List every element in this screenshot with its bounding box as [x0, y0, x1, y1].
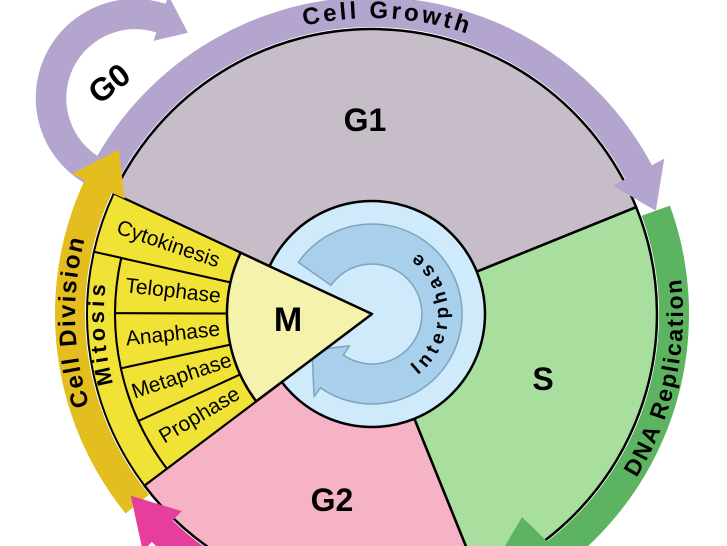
- m-label: M: [274, 301, 302, 339]
- interphase-cycle-arrow: [297, 223, 463, 405]
- cell-growth-arrow-arc: [87, 0, 665, 211]
- g0-label: G0: [81, 56, 137, 111]
- g1-label: G1: [344, 102, 387, 138]
- dna-replication-arrow-arc: [540, 205, 689, 546]
- magenta-arc-arrow: [130, 495, 204, 546]
- s-label: S: [532, 361, 553, 397]
- g2-label: G2: [311, 482, 354, 518]
- mitosis-band: [86, 250, 168, 487]
- cell-division-arrow-arc: [54, 149, 149, 514]
- g0-loop-arrow: [35, 0, 188, 190]
- dna-replication-arrowhead-tip: [505, 517, 552, 546]
- g1-sector: [112, 27, 638, 316]
- m-phase-wedge: [225, 251, 374, 403]
